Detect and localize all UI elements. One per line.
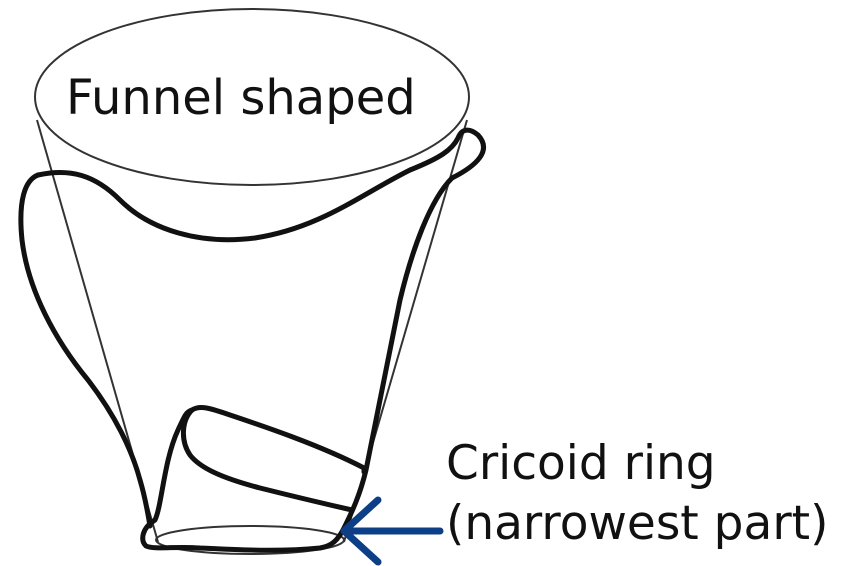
callout-subtitle: (narrowest part)	[446, 494, 828, 554]
cricoid-ring-outline	[183, 410, 352, 510]
cricoid-ring-callout: Cricoid ring (narrowest part)	[446, 434, 828, 554]
cartilage-outline	[21, 130, 484, 550]
callout-title: Cricoid ring	[446, 434, 828, 494]
left-lamina-outline	[21, 175, 150, 526]
funnel-shaped-label: Funnel shaped	[66, 74, 416, 122]
left-arrow-icon	[344, 500, 440, 562]
